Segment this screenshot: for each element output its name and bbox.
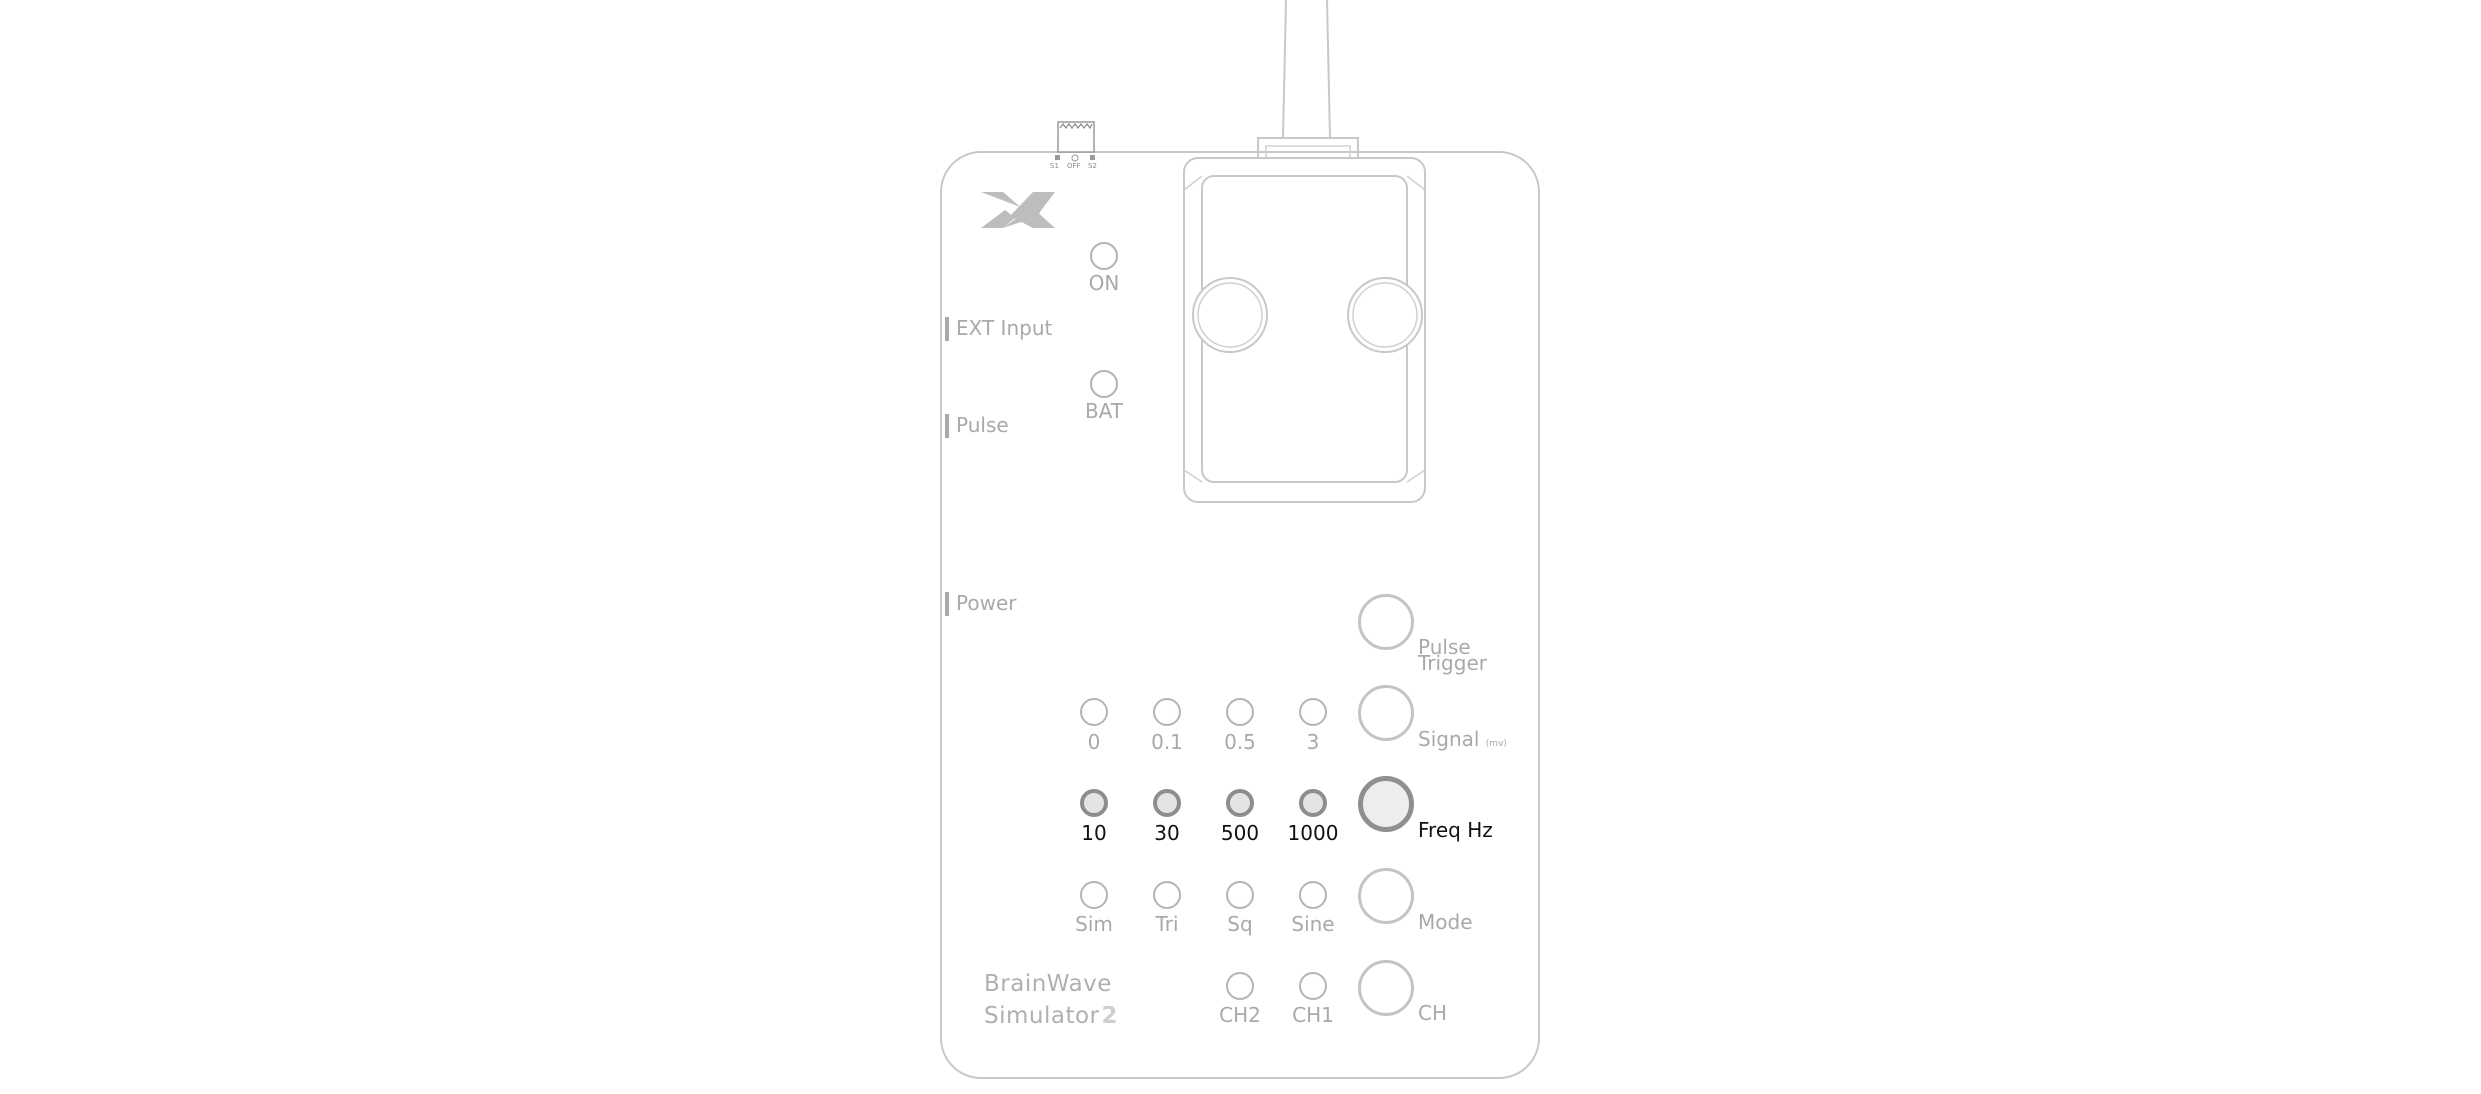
ext-input-port-marker[interactable] bbox=[945, 317, 949, 341]
mode-led-sim bbox=[1080, 881, 1108, 909]
right-electrode bbox=[1347, 277, 1423, 353]
brand-version: 2 bbox=[1101, 1003, 1119, 1029]
ch-button-label: CH bbox=[1418, 1001, 1448, 1025]
sensor-module bbox=[1183, 157, 1426, 503]
mode-option-label: Tri bbox=[1155, 912, 1179, 936]
cable-graphic bbox=[1257, 0, 1359, 159]
signal-led-0 bbox=[1080, 698, 1108, 726]
freq-led-500 bbox=[1226, 789, 1254, 817]
freq-option-label: 500 bbox=[1220, 821, 1260, 845]
brand-logo bbox=[981, 192, 1055, 228]
bat-led-label: BAT bbox=[1084, 399, 1124, 423]
signal-led-3 bbox=[1299, 698, 1327, 726]
brand-line2: Simulator2 bbox=[984, 1000, 1118, 1032]
mode-option-label: Sine bbox=[1291, 912, 1335, 936]
switch-label-off: OFF bbox=[1067, 162, 1081, 170]
freq-led-10 bbox=[1080, 789, 1108, 817]
freq-option-label: 30 bbox=[1154, 821, 1180, 845]
mode-option-label: Sim bbox=[1075, 912, 1113, 936]
ch-button[interactable] bbox=[1358, 960, 1414, 1016]
pulse-trigger-label-line1: Pulse bbox=[1418, 635, 1471, 659]
channel-led-ch2 bbox=[1226, 972, 1254, 1000]
on-led bbox=[1090, 242, 1118, 270]
power-port-marker[interactable] bbox=[945, 592, 949, 616]
pulse-port-marker[interactable] bbox=[945, 414, 949, 438]
signal-option-label: 3 bbox=[1306, 730, 1320, 754]
channel-option-label: CH2 bbox=[1219, 1003, 1261, 1027]
power-label: Power bbox=[956, 591, 1017, 615]
freq-led-30 bbox=[1153, 789, 1181, 817]
freq-button-label: Freq Hz bbox=[1418, 818, 1493, 842]
bat-led bbox=[1090, 370, 1118, 398]
mode-button[interactable] bbox=[1358, 868, 1414, 924]
freq-led-1000 bbox=[1299, 789, 1327, 817]
mode-led-tri bbox=[1153, 881, 1181, 909]
mode-led-sine bbox=[1299, 881, 1327, 909]
ext-input-label: EXT Input bbox=[956, 316, 1053, 340]
pulse-trigger-label-line2: Trigger bbox=[1418, 651, 1487, 675]
signal-option-label: 0.1 bbox=[1151, 730, 1183, 754]
channel-option-label: CH1 bbox=[1292, 1003, 1334, 1027]
switch-label-s2: S2 bbox=[1088, 162, 1097, 170]
signal-option-label: 0.5 bbox=[1224, 730, 1256, 754]
switch-label-s1: S1 bbox=[1050, 162, 1059, 170]
channel-led-ch1 bbox=[1299, 972, 1327, 1000]
pulse-trigger-button[interactable] bbox=[1358, 594, 1414, 650]
freq-button[interactable] bbox=[1358, 776, 1414, 832]
signal-button-label-text: Signal bbox=[1418, 727, 1480, 751]
left-electrode bbox=[1192, 277, 1268, 353]
pulse-label: Pulse bbox=[956, 413, 1009, 437]
freq-option-label: 10 bbox=[1081, 821, 1107, 845]
brand-line1: BrainWave bbox=[984, 971, 1112, 997]
signal-button-label: Signal (mv) bbox=[1418, 727, 1507, 751]
signal-led-0.5 bbox=[1226, 698, 1254, 726]
power-switch[interactable] bbox=[1055, 121, 1095, 162]
signal-option-label: 0 bbox=[1087, 730, 1101, 754]
signal-button[interactable] bbox=[1358, 685, 1414, 741]
on-led-label: ON bbox=[1088, 271, 1120, 295]
mode-led-sq bbox=[1226, 881, 1254, 909]
signal-unit-label: (mv) bbox=[1485, 739, 1507, 749]
mode-button-label: Mode bbox=[1418, 910, 1473, 934]
device-body bbox=[940, 151, 1540, 1079]
freq-option-label: 1000 bbox=[1287, 821, 1339, 845]
brand-line2-text: Simulator bbox=[984, 1003, 1100, 1029]
mode-option-label: Sq bbox=[1227, 912, 1253, 936]
signal-led-0.1 bbox=[1153, 698, 1181, 726]
